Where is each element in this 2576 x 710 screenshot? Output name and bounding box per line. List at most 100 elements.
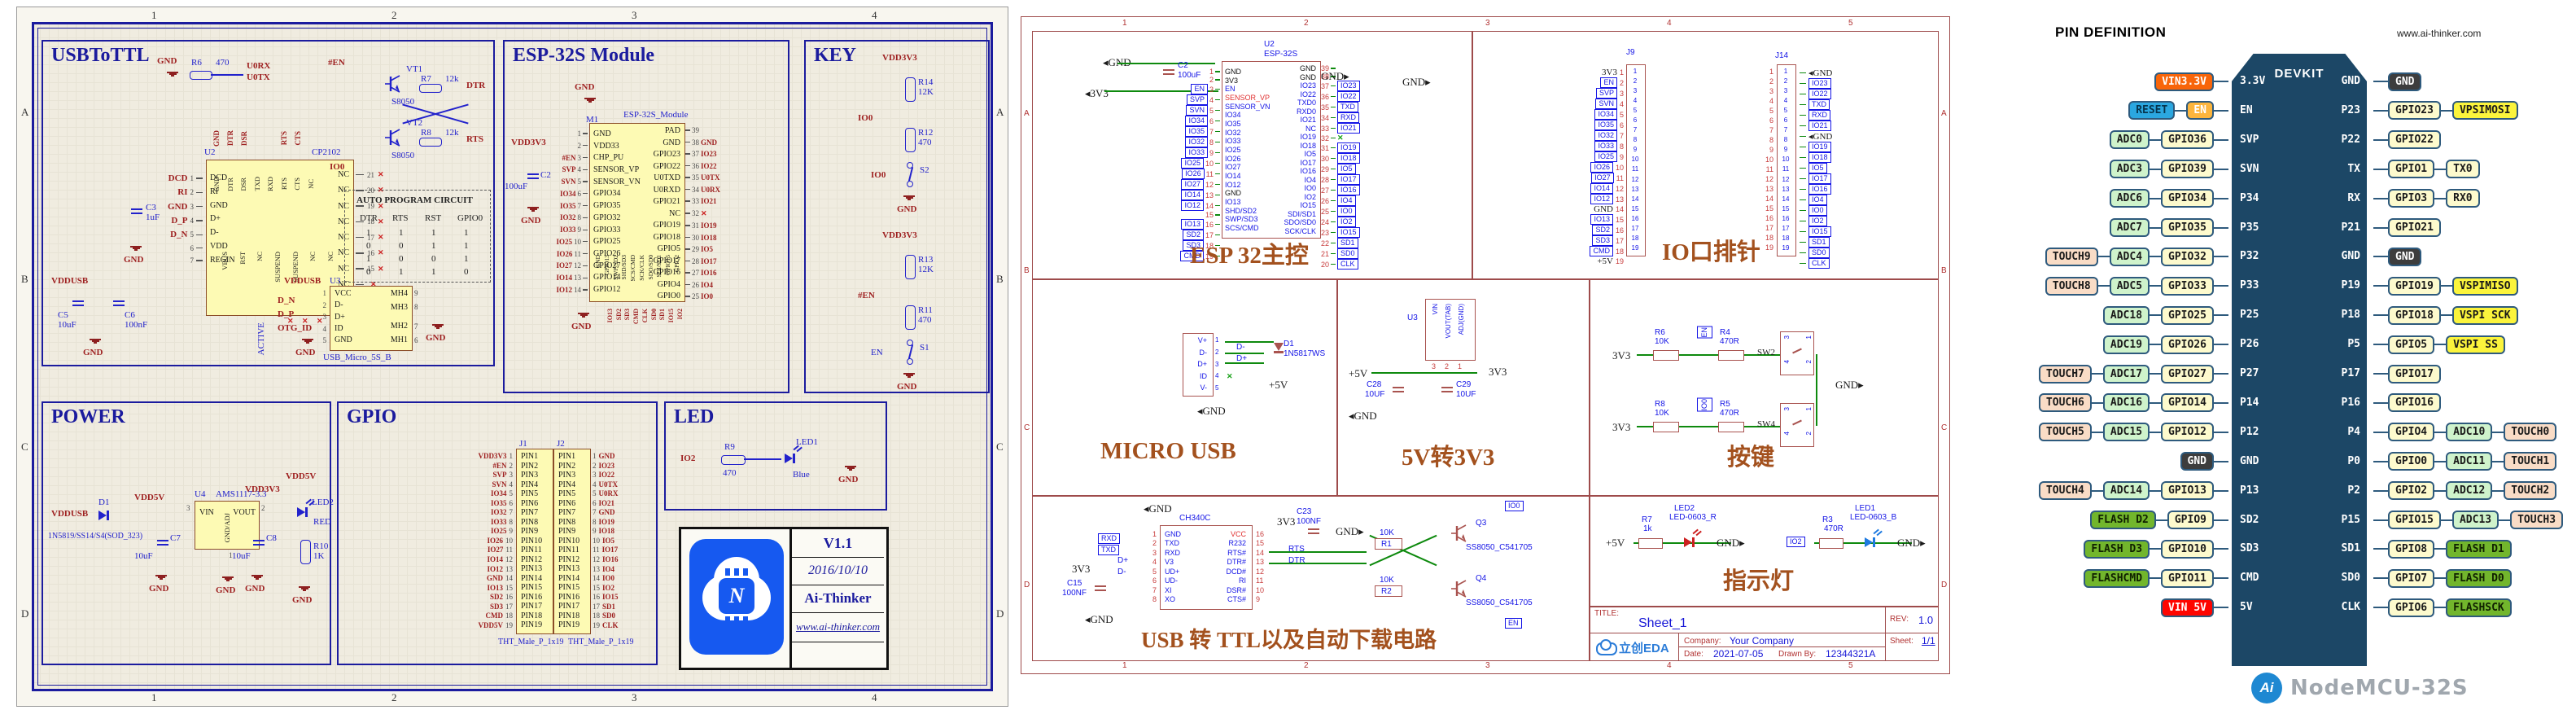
pin-name: NC	[338, 248, 349, 258]
diode-icon	[1274, 343, 1284, 356]
net-label: #EN	[858, 291, 875, 300]
pin-name: RTS	[279, 178, 288, 191]
ai-thinker-badge-icon: Ai	[2251, 673, 2282, 703]
power-port: GND▸	[1717, 537, 1745, 549]
pin-name: SENSOR_VN	[1225, 102, 1271, 111]
pin-number: 2	[190, 188, 195, 197]
pinout-chip-gnd: GND	[2388, 247, 2422, 266]
connector-line	[2214, 489, 2228, 492]
connector-line	[2373, 489, 2388, 492]
board-pin-label: P26	[2240, 338, 2259, 351]
website-link[interactable]: www.ai-thinker.com	[792, 612, 884, 642]
no-connect-icon: ✕	[378, 233, 384, 242]
pin-name: 5	[1633, 107, 1638, 115]
pin-number: 11	[505, 546, 513, 554]
pin-number: 15	[505, 583, 513, 592]
pin-number: 34	[692, 185, 699, 194]
power-port: ◂GND	[1144, 502, 1172, 515]
date-label: 2016/10/10	[792, 557, 884, 585]
pinout-chip-touch5: TOUCH5	[2038, 423, 2092, 442]
pinout-chip-gpio0: GPIO0	[2388, 452, 2435, 471]
net-label: SD2	[614, 309, 623, 321]
pin-name: NC	[338, 201, 349, 211]
pin-name: GND	[1300, 64, 1316, 72]
pin-name: 17	[1765, 224, 1773, 232]
pin-name: GND	[210, 200, 228, 210]
pin-name: IO18	[1300, 141, 1316, 150]
net-flag: EN	[1600, 77, 1617, 88]
pin-number: 19	[505, 620, 513, 629]
connector-line	[2214, 548, 2228, 550]
net-label: U0RX	[247, 61, 271, 71]
pin-name: 19	[1782, 243, 1790, 252]
ruler-col: 5	[1848, 19, 1853, 28]
pin-name: SHD/SD2	[1225, 206, 1257, 215]
net-label: GND	[426, 333, 446, 343]
j1-connector	[516, 449, 553, 634]
devkit-label: DEVKIT	[2274, 67, 2325, 81]
pin-name: 7	[414, 322, 418, 331]
pin-name: 13	[1256, 558, 1265, 567]
pin-name: 3	[1633, 87, 1638, 95]
pin-number: 9	[1619, 152, 1624, 161]
pin-name: IO0	[1304, 184, 1316, 193]
rev-value: 1.0	[1918, 614, 1934, 626]
pinout-right-row: GPIO17	[2373, 362, 2576, 385]
net-label: IO25	[556, 237, 572, 246]
pin-name: SWP/SD3	[1225, 215, 1258, 224]
table-title: AUTO PROGRAM CIRCUIT	[356, 195, 473, 205]
pin-name: 8	[1769, 136, 1773, 144]
connector-line	[2214, 226, 2228, 229]
pin-name: IO27	[1225, 163, 1241, 172]
pin-name: SENSOR_VP	[593, 165, 640, 175]
pin-number: 4	[577, 165, 582, 174]
net-flag: IO32	[1594, 130, 1617, 141]
pin-name: GPIO13	[602, 255, 610, 276]
pinout-chip-adc5: ADC5	[2109, 276, 2150, 296]
title-label: TITLE:	[1594, 609, 1620, 618]
pin-name: GPIO35	[593, 201, 621, 211]
pinout-chip-gpio14: GPIO14	[2161, 393, 2214, 413]
pinout-chip-gpio32: GPIO32	[2161, 247, 2214, 266]
pin-name: GND	[1165, 530, 1181, 538]
pin-name: D_N	[278, 296, 295, 305]
ruler-row: B	[1941, 266, 1947, 275]
pinout-chip-adc7: ADC7	[2109, 218, 2150, 237]
pin-name: 2	[322, 300, 327, 309]
net-label: GND	[157, 56, 177, 66]
resistor-icon	[1653, 422, 1679, 432]
pin-number: 13	[574, 274, 581, 283]
connector-line	[2373, 577, 2388, 580]
pinout-chip-touch6: TOUCH6	[2038, 393, 2092, 413]
pin-number: 31	[692, 221, 699, 230]
pinout-right-row: GND	[2373, 245, 2576, 268]
pin-name: D_P	[278, 309, 295, 319]
net-label: IO5	[602, 536, 615, 545]
net-label: IO19	[701, 221, 717, 230]
pinout-chip-tx0: TX0	[2446, 160, 2480, 179]
pin-name: 2	[1215, 348, 1219, 356]
ground-icon	[583, 95, 597, 107]
pin-name: GND	[594, 255, 601, 269]
connector-line	[2091, 489, 2103, 492]
pin-name: 17	[1782, 224, 1790, 232]
table-cell: 0	[399, 254, 404, 264]
block-title: USBToTTL	[51, 45, 150, 66]
pin-number: 1	[593, 452, 597, 460]
pinout-chip-adc13: ADC13	[2451, 511, 2499, 529]
pin-name: 11	[1782, 165, 1790, 173]
pin-name: 10	[1765, 156, 1773, 164]
connector-line	[2373, 607, 2388, 609]
pin-number: 19	[593, 620, 600, 629]
connector-line	[2091, 431, 2103, 433]
pinout-chip-gpio27: GPIO27	[2161, 364, 2214, 383]
ground-icon	[154, 572, 168, 584]
pin-number: 17	[367, 233, 374, 242]
pin-name: 1	[1783, 68, 1788, 75]
net-label: IO27	[556, 261, 572, 270]
